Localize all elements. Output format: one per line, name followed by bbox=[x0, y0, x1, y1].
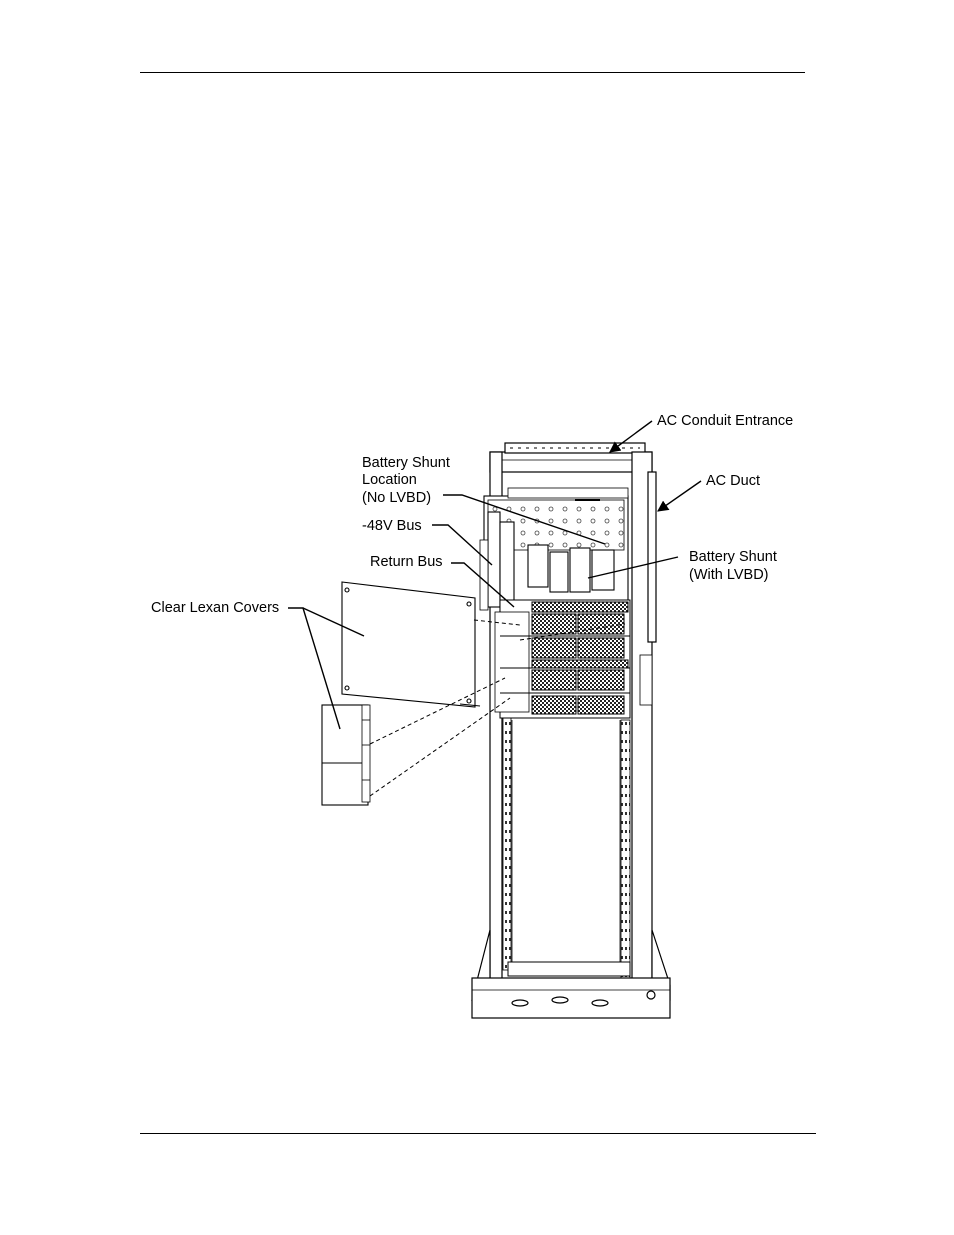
breaker bbox=[570, 548, 590, 592]
breaker bbox=[528, 545, 548, 587]
label-ac-duct: AC Duct bbox=[706, 473, 760, 489]
label-battery-shunt-location-3: (No LVBD) bbox=[362, 490, 431, 506]
lexan-cover-small bbox=[322, 705, 368, 805]
label-ac-conduit-entrance: AC Conduit Entrance bbox=[657, 413, 793, 429]
distribution-shelf bbox=[480, 488, 628, 612]
rectifier-shelves bbox=[495, 600, 630, 718]
label-battery-shunt-lvbd-2: (With LVBD) bbox=[689, 567, 769, 583]
rack-top-frame bbox=[490, 452, 652, 472]
breaker bbox=[592, 550, 614, 590]
lexan-cover-large bbox=[342, 582, 475, 707]
ac-duct-channel bbox=[648, 472, 656, 642]
rack-base bbox=[472, 978, 670, 1018]
label-clear-lexan-covers: Clear Lexan Covers bbox=[151, 600, 279, 616]
label-battery-shunt-location-1: Battery Shunt bbox=[362, 455, 450, 471]
leader-ac-duct bbox=[658, 481, 701, 511]
breaker bbox=[550, 552, 568, 592]
label-return-bus: Return Bus bbox=[370, 554, 443, 570]
lexan-covers bbox=[322, 582, 480, 805]
label-battery-shunt-lvbd-1: Battery Shunt bbox=[689, 549, 777, 565]
label-48v-bus: -48V Bus bbox=[362, 518, 422, 534]
label-battery-shunt-location-2: Location bbox=[362, 472, 417, 488]
return-bus-bar bbox=[500, 522, 514, 612]
